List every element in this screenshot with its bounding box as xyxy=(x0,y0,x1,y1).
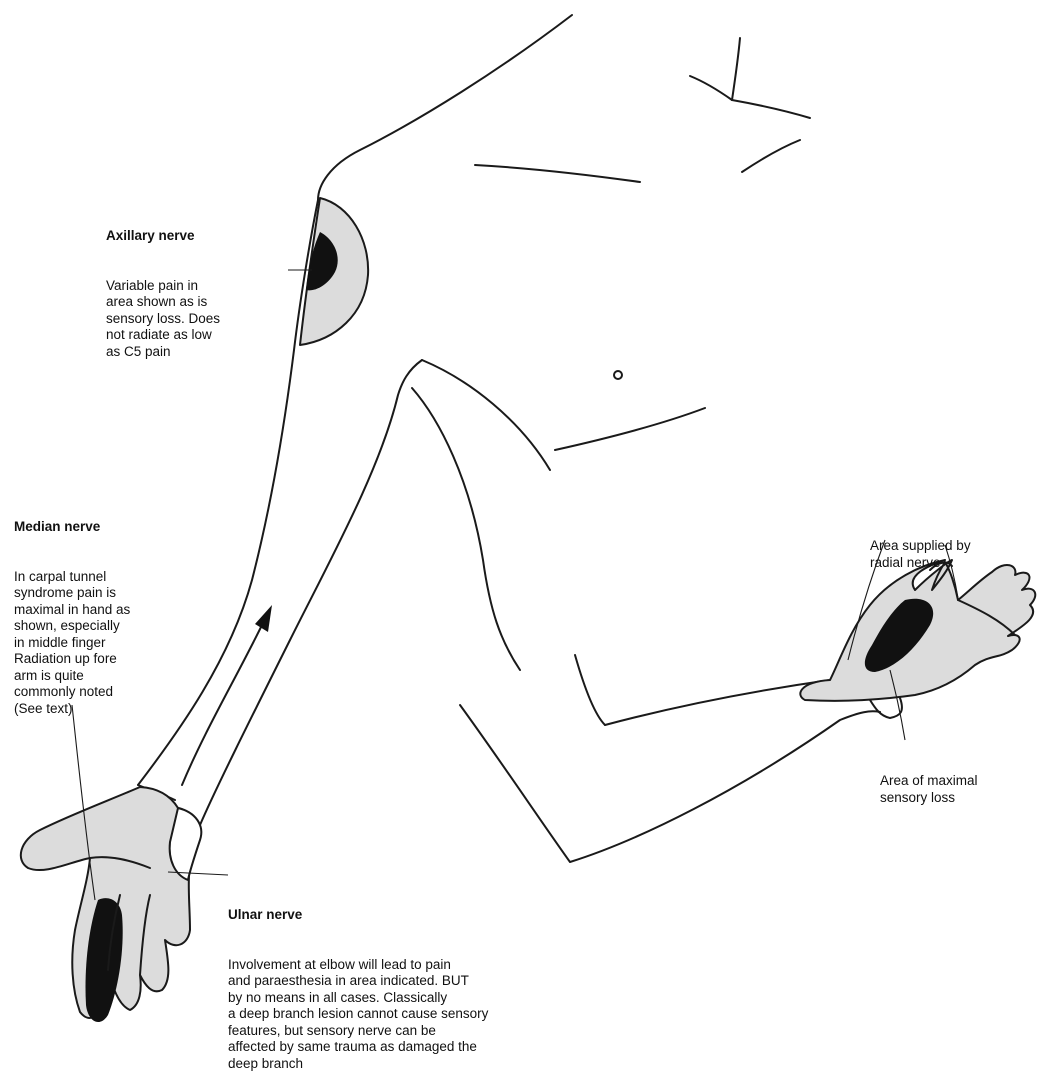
neck-line-diagonal xyxy=(690,76,732,100)
waist-line xyxy=(575,655,605,725)
left-forearm-upper xyxy=(605,680,830,725)
axillary-nerve-label: Axillary nerve Variable pain in area sho… xyxy=(106,195,220,377)
nipple xyxy=(614,371,622,379)
body-outline xyxy=(138,15,880,862)
clavicle-line xyxy=(475,165,640,182)
neck-line-right xyxy=(732,100,810,118)
ulnar-nerve-title: Ulnar nerve xyxy=(228,907,488,924)
radial-area-label: Area supplied by radial nerve xyxy=(870,505,971,588)
neck-line-vertical xyxy=(732,38,740,100)
axillary-area xyxy=(300,198,368,345)
armpit-inner-line xyxy=(412,388,520,670)
median-nerve-title: Median nerve xyxy=(14,519,130,536)
ulnar-nerve-label: Ulnar nerve Involvement at elbow will le… xyxy=(228,874,488,1089)
maximal-loss-label: Area of maximal sensory loss xyxy=(880,740,978,823)
neck-shoulder-contour xyxy=(318,15,572,200)
chest-right-line xyxy=(422,360,550,470)
median-nerve-label: Median nerve In carpal tunnel syndrome p… xyxy=(14,486,130,734)
radial-area-text: Area supplied by radial nerve xyxy=(870,538,971,571)
radiation-arrow xyxy=(182,605,272,785)
inner-arm-contour xyxy=(200,360,422,825)
pectoral-line xyxy=(555,408,705,450)
axillary-nerve-title: Axillary nerve xyxy=(106,228,220,245)
median-nerve-description: In carpal tunnel syndrome pain is maxima… xyxy=(14,569,130,718)
median-leader xyxy=(72,705,95,900)
median-hand xyxy=(21,785,201,1022)
ulnar-nerve-description: Involvement at elbow will lead to pain a… xyxy=(228,957,488,1073)
maximal-loss-text: Area of maximal sensory loss xyxy=(880,773,978,806)
radiation-arrow-head xyxy=(255,605,272,632)
left-forearm-lower xyxy=(460,705,880,862)
neck-line-lower xyxy=(742,140,800,172)
axillary-nerve-description: Variable pain in area shown as is sensor… xyxy=(106,278,220,361)
